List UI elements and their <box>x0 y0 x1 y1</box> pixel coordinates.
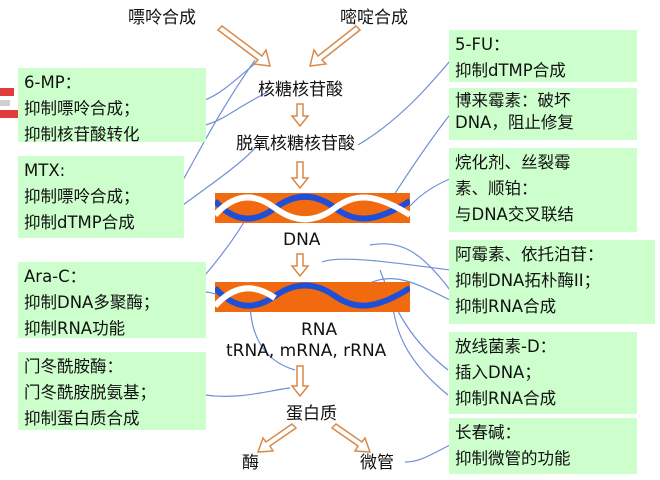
mechanism-line: 门冬酰胺脱氨基； <box>24 383 156 402</box>
mechanism-line: 抑制核苷酸转化 <box>24 125 140 144</box>
mechanism-line: 烷化剂、丝裂霉 <box>455 153 571 172</box>
mechanism-line: 抑制DNA多聚酶； <box>24 293 160 312</box>
mechanism-line: 博来霉素：破坏 <box>455 91 571 110</box>
slide-accent-red <box>0 110 20 118</box>
protein-label: 蛋白质 <box>286 404 337 424</box>
mechanism-line: 抑制RNA功能 <box>24 319 126 338</box>
dna-band <box>215 193 410 223</box>
drug-box-ara-c: Ara-C： 抑制DNA多聚酶； 抑制RNA功能 <box>18 262 206 338</box>
drug-name: MTX: <box>24 161 66 180</box>
rna-strand <box>215 282 410 309</box>
mechanism-line: 与DNA交叉联结 <box>455 205 574 224</box>
mechanism-line: 长春碱： <box>455 423 521 442</box>
mechanism-line: 抑制dTMP合成 <box>455 61 566 80</box>
purine-synthesis-label: 嘌呤合成 <box>128 8 196 28</box>
drug-box-doxorubicin: 阿霉素、依托泊苷： 抑制DNA拓朴酶II； 抑制RNA合成 <box>449 240 655 324</box>
rna-band <box>215 282 410 312</box>
mechanism-line: 抑制RNA合成 <box>455 297 557 316</box>
slide-accent-red <box>0 88 14 96</box>
drug-box-actinomycin: 放线菌素-D： 插入DNA； 抑制RNA合成 <box>449 332 637 414</box>
mechanism-line: 抑制RNA合成 <box>455 389 557 408</box>
drug-box-6mp: 6-MP： 抑制嘌呤合成； 抑制核苷酸转化 <box>18 68 206 144</box>
mechanism-line: DNA，阻止修复 <box>455 113 574 132</box>
pyrimidine-synthesis-label: 嘧啶合成 <box>340 8 408 28</box>
drug-name: 5-FU： <box>455 35 510 54</box>
mechanism-line: 放线菌素-D： <box>455 337 557 356</box>
dna-label: DNA <box>283 230 321 250</box>
ribonucleotide-label: 核糖核苷酸 <box>258 80 343 100</box>
slide-accent-gray <box>0 100 10 106</box>
drug-name: 门冬酰胺酶： <box>24 357 123 376</box>
dna-helix <box>215 193 410 223</box>
mechanism-line: 抑制嘌呤合成； <box>24 187 140 206</box>
drug-box-5fu: 5-FU： 抑制dTMP合成 <box>449 30 637 82</box>
drug-box-alkylating: 烷化剂、丝裂霉 素、顺铂： 与DNA交叉联结 <box>449 148 637 232</box>
mechanism-line: 抑制DNA拓朴酶II； <box>455 271 601 290</box>
mechanism-line: 阿霉素、依托泊苷： <box>455 245 604 264</box>
drug-name: Ara-C： <box>24 267 87 286</box>
drug-name: 6-MP： <box>24 73 82 92</box>
enzyme-label: 酶 <box>242 453 259 473</box>
mechanism-line: 抑制微管的功能 <box>455 449 571 468</box>
mechanism-line: 素、顺铂： <box>455 179 538 198</box>
drug-box-mtx: MTX: 抑制嘌呤合成； 抑制dTMP合成 <box>18 156 184 238</box>
mechanism-line: 抑制dTMP合成 <box>24 213 135 232</box>
drug-box-vincristine: 长春碱： 抑制微管的功能 <box>449 418 637 474</box>
deoxyribonucleotide-label: 脱氧核糖核苷酸 <box>236 134 355 154</box>
drug-box-asparaginase: 门冬酰胺酶： 门冬酰胺脱氨基； 抑制蛋白质合成 <box>18 352 206 430</box>
mechanism-line: 抑制蛋白质合成 <box>24 409 140 428</box>
mechanism-line: 插入DNA； <box>455 363 541 382</box>
microtubule-label: 微管 <box>360 453 394 473</box>
rna-types-label: tRNA, mRNA, rRNA <box>226 341 387 361</box>
rna-label: RNA <box>301 320 338 340</box>
drug-box-bleomycin: 博来霉素：破坏 DNA，阻止修复 <box>449 88 637 140</box>
mechanism-line: 抑制嘌呤合成； <box>24 99 140 118</box>
